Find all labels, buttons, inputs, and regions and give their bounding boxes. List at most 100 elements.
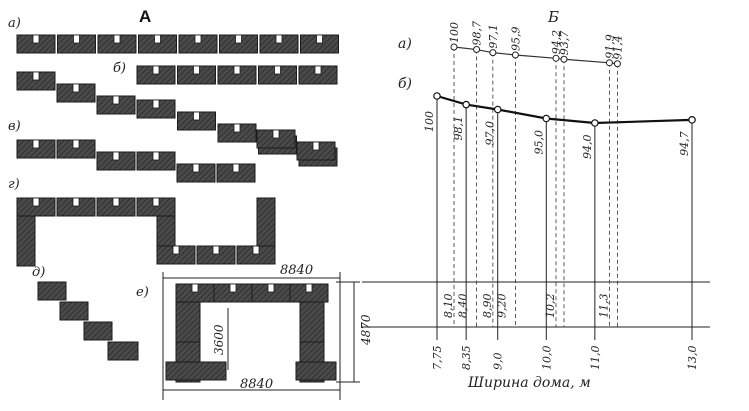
unit-block (165, 361, 227, 381)
curve-b-point (688, 116, 696, 124)
curve-b-value: 97,0 (484, 121, 497, 146)
unit-block (96, 151, 136, 171)
unit-block (156, 245, 196, 265)
curve-b-value: 98,1 (452, 116, 465, 141)
unit-block (177, 65, 216, 85)
row-label-g: г) (8, 177, 20, 192)
unit-block (83, 321, 113, 341)
row-label-e: е) (136, 285, 149, 300)
dim-bottom: 8840 (240, 377, 273, 392)
curve-b-point (433, 92, 441, 100)
unit-block (296, 141, 336, 161)
curve-a-point (473, 46, 481, 54)
curve-a-point (605, 59, 613, 67)
unit-block (175, 301, 201, 343)
dim-top: 8840 (280, 263, 313, 278)
unit-block (136, 99, 176, 119)
unit-blocks (16, 34, 339, 383)
lower-scale-tick: 7,75 (431, 346, 444, 371)
curve-b-value: 94,0 (581, 135, 594, 160)
dim-right: 4870 (359, 314, 373, 346)
upper-scale-tick: 8,40 (457, 294, 470, 319)
unit-block (56, 83, 96, 103)
curve-a-point (613, 60, 621, 68)
curve-b-line (436, 94, 693, 125)
curve-b-point (462, 100, 470, 109)
unit-block (96, 95, 136, 115)
panel-a-title: А (139, 7, 151, 26)
unit-block (295, 361, 337, 381)
curve-b-point (542, 114, 551, 123)
curve-b-value: 94,7 (678, 131, 691, 156)
dim-inner: 3600 (212, 324, 226, 355)
row-label-b: б) (113, 61, 126, 76)
unit-block (177, 111, 216, 131)
unit-block (178, 34, 218, 54)
unit-block (96, 197, 136, 217)
lower-scale-tick: 10,0 (540, 346, 553, 371)
curve-a-label: а) (398, 36, 412, 52)
unit-block (216, 163, 256, 183)
curve-a-value: 98,7 (471, 21, 484, 46)
unit-block (299, 301, 325, 343)
lower-scale-tick: 9,0 (492, 353, 505, 371)
unit-block (16, 71, 56, 91)
unit-block (251, 283, 291, 303)
curve-a-point (552, 54, 560, 62)
upper-scale-tick: 8,90 (481, 293, 494, 318)
unit-block (57, 34, 96, 54)
unit-block (16, 215, 36, 267)
unit-block (176, 163, 216, 183)
unit-block (217, 65, 257, 85)
curve-b-value: 100 (423, 111, 436, 132)
unit-block (16, 197, 56, 217)
unit-block (298, 65, 338, 85)
unit-block (97, 34, 137, 54)
curve-a-value: 97,1 (487, 24, 500, 49)
unit-block (196, 245, 236, 265)
unit-block (256, 197, 276, 247)
curve-a-value: 95,9 (509, 26, 522, 51)
upper-scale-tick: 9,20 (495, 293, 508, 318)
row-label-v: в) (8, 119, 21, 134)
unit-block (136, 151, 176, 171)
unit-block (59, 301, 89, 321)
curve-b-value: 95,0 (532, 130, 545, 155)
unit-block (213, 283, 253, 303)
unit-block (256, 129, 296, 149)
unit-block (16, 34, 56, 54)
curve-a-value: 91,9 (603, 34, 616, 59)
unit-block (236, 245, 276, 265)
curve-b-label: б) (398, 76, 412, 92)
unit-block (289, 283, 329, 303)
curve-b-point (591, 119, 599, 127)
upper-scale-tick: 8,10 (442, 294, 455, 319)
curve-a-point (489, 49, 497, 57)
unit-block (136, 65, 176, 85)
unit-block (156, 215, 176, 247)
curve-a-value: 91,4 (611, 35, 624, 60)
panel-a: А а) б) в) г) д) е) 8840 8840 3600 4870 (8, 7, 373, 400)
unit-block (37, 281, 67, 301)
panel-b-title: Б (547, 8, 559, 26)
curve-a-value: 94,2 (550, 30, 563, 55)
row-label-d: д) (32, 265, 45, 280)
unit-block (217, 123, 257, 143)
plan-e (162, 272, 360, 400)
unit-block (56, 197, 96, 217)
upper-scale-tick: 11,3 (597, 294, 610, 319)
x-axis-label: Ширина дома, м (467, 375, 591, 391)
unit-block (259, 34, 299, 54)
unit-block (258, 65, 297, 85)
unit-block (175, 283, 215, 303)
unit-block (138, 34, 177, 54)
upper-scale-tick: 10,2 (544, 294, 557, 319)
unit-block (219, 34, 258, 54)
lower-scale-tick: 8,35 (460, 346, 473, 371)
curve-b-point (493, 105, 502, 114)
unit-block (107, 341, 139, 361)
curve-a-point (511, 51, 519, 59)
